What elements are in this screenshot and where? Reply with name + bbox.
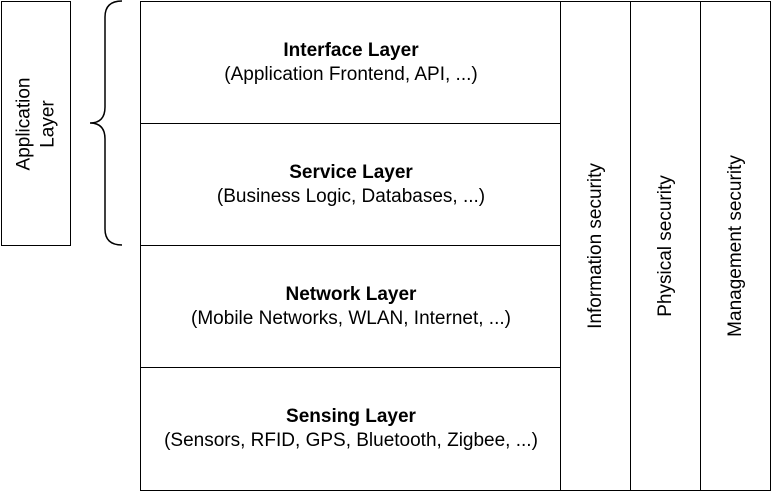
information-security-column: Information security [560,1,632,491]
management-security-column: Management security [700,1,771,491]
interface-layer-title: Interface Layer [283,39,419,61]
network-layer-title: Network Layer [285,284,417,305]
physical-security-column: Physical security [630,1,702,491]
sensing-layer-subtitle: (Sensors, RFID, GPS, Bluetooth, Zigbee, … [164,430,538,451]
network-layer-box: Network Layer (Mobile Networks, WLAN, In… [140,245,562,369]
management-security-label: Management security [724,155,746,337]
interface-layer-subtitle: (Application Frontend, API, ...) [224,63,478,85]
network-layer-subtitle: (Mobile Networks, WLAN, Internet, ...) [191,308,511,329]
information-security-label: Information security [585,163,607,329]
service-layer-title: Service Layer [289,162,413,183]
physical-security-label: Physical security [655,175,676,317]
service-layer-box: Service Layer (Business Logic, Databases… [140,123,562,247]
application-layer-label: Application Layer [13,77,59,170]
sensing-layer-title: Sensing Layer [286,406,416,427]
service-layer-subtitle: (Business Logic, Databases, ...) [216,186,486,207]
interface-layer-box: Interface Layer (Application Frontend, A… [140,1,562,124]
application-layer-box: Application Layer [1,1,71,246]
grouping-brace [89,0,123,246]
sensing-layer-box: Sensing Layer (Sensors, RFID, GPS, Bluet… [140,367,562,491]
